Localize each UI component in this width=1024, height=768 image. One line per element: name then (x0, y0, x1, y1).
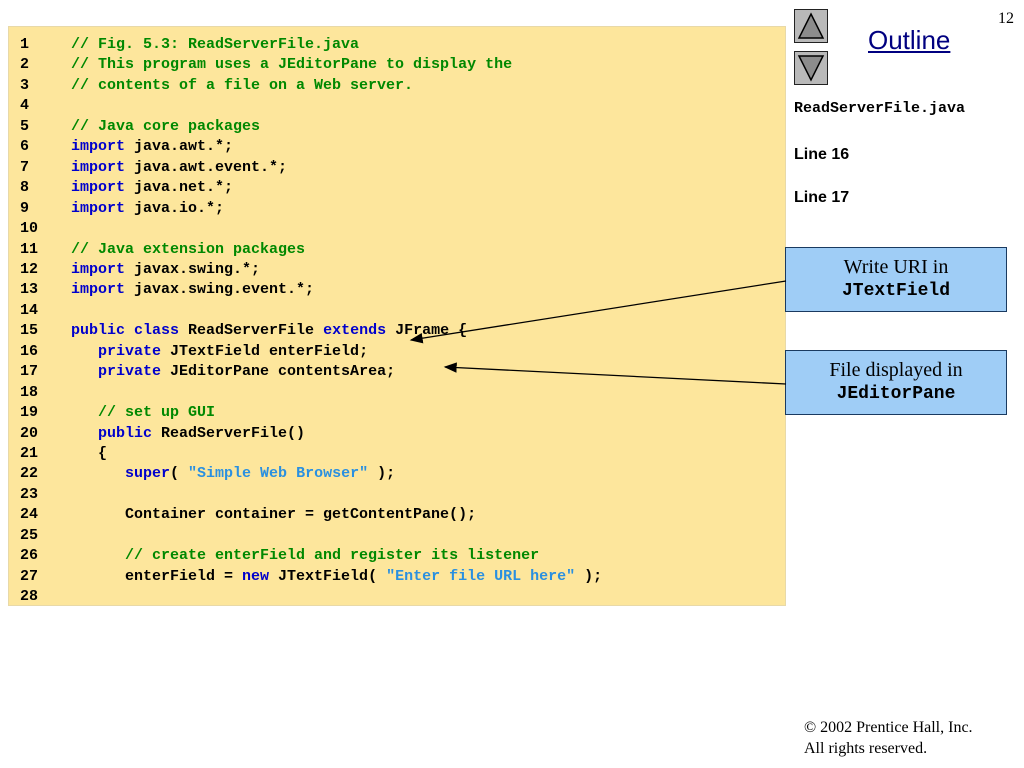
line-number: 28 (20, 588, 39, 606)
code-text: import java.net.*; (71, 179, 234, 197)
line-number: 15 (20, 322, 39, 340)
copyright-text: © 2002 Prentice Hall, Inc. (804, 719, 973, 736)
callout-text: File displayed in (829, 359, 963, 381)
code-line: 11 // Java extension packages (9, 240, 787, 260)
line-ref-17: Line 17 (794, 189, 850, 206)
arrow-to-line-16 (409, 280, 787, 344)
code-text: import javax.swing.event.*; (71, 281, 315, 299)
code-line: 15 public class ReadServerFile extends JF… (9, 321, 787, 341)
code-line: 14 (9, 301, 787, 321)
line-number: 1 (20, 36, 30, 53)
code-line: 2 // This program uses a JEditorPane to d… (9, 55, 787, 75)
code-text: public ReadServerFile() (98, 424, 306, 442)
code-line: 19 // set up GUI (9, 403, 787, 423)
line-number: 8 (20, 179, 30, 197)
line-number: 7 (20, 158, 30, 176)
line-number: 13 (20, 281, 39, 299)
side-filename: ReadServerFile.java (794, 100, 966, 117)
code-text: { (71, 445, 108, 462)
code-text: // Java extension packages (71, 240, 306, 258)
code-text: // create enterField and register its li… (125, 547, 540, 565)
line-number: 2 (20, 56, 30, 74)
code-line: 17 private JEditorPane contentsArea; (9, 362, 787, 382)
code-listing: 1 // Fig. 5.3: ReadServerFile.java 2 // Thi… (8, 26, 786, 606)
code-line: 21 { (9, 444, 787, 464)
line-number: 6 (20, 138, 30, 156)
callout-text: Write URI in (843, 256, 949, 278)
code-line: 16 private JTextField enterField; (9, 342, 787, 362)
line-number: 24 (20, 506, 39, 524)
line-number: 4 (20, 97, 30, 115)
code-text: // Java core packages (71, 117, 261, 135)
code-line: 3 // contents of a file on a Web server. (9, 76, 787, 96)
code-line: 9 import java.io.*; (9, 199, 787, 219)
line-number: 27 (20, 567, 39, 585)
callout-code: JEditorPane (836, 384, 956, 404)
line-number: 25 (20, 526, 39, 544)
code-text: enterField = new JTextField( "Enter file… (71, 567, 603, 585)
code-text: private JTextField enterField; (98, 342, 369, 360)
line-number: 21 (20, 445, 39, 462)
previous-slide-button[interactable] (794, 9, 828, 43)
line-number: 12 (20, 260, 39, 278)
next-slide-button[interactable] (794, 51, 828, 85)
code-line: 13 import javax.swing.event.*; (9, 280, 787, 300)
line-number: 23 (20, 485, 39, 503)
line-number: 17 (20, 363, 39, 381)
triangle-up-icon (797, 12, 825, 39)
copyright-footer: © 2002 Prentice Hall, Inc. All rights re… (804, 717, 973, 759)
line-number: 5 (20, 117, 30, 135)
rights-text: All rights reserved. (804, 740, 928, 757)
code-text: // This program uses a JEditorPane to di… (71, 56, 513, 74)
code-line: 12 import javax.swing.*; (9, 260, 787, 280)
line-number: 14 (20, 301, 39, 319)
code-line: 4 (9, 96, 787, 116)
code-line: 18 (9, 383, 787, 403)
code-line: 6 import java.awt.*; (9, 137, 787, 157)
line-number: 9 (20, 199, 30, 217)
outline-link[interactable]: Outline (868, 25, 951, 55)
code-text: Container container = getContentPane(); (71, 506, 477, 524)
code-line: 10 (9, 219, 787, 239)
callout-code: JTextField (841, 281, 951, 301)
code-text: import java.awt.*; (71, 138, 234, 156)
code-text: private JEditorPane contentsArea; (98, 363, 396, 381)
code-line: 22 super( "Simple Web Browser" ); (9, 464, 787, 484)
callout-jtextfield: Write URI in JTextField (785, 247, 1007, 312)
line-number: 16 (20, 342, 39, 360)
callout-jeditorpane: File displayed in JEditorPane (785, 350, 1007, 415)
line-number: 20 (20, 424, 39, 442)
code-line: 7 import java.awt.event.*; (9, 158, 787, 178)
code-line: 28 (9, 587, 787, 607)
line-number: 18 (20, 383, 39, 401)
code-line: 20 public ReadServerFile() (9, 424, 787, 444)
page-number: 12 (998, 10, 1014, 27)
code-line: 26 // create enterField and register its… (9, 546, 787, 566)
line-number: 22 (20, 465, 39, 483)
code-text: // Fig. 5.3: ReadServerFile.java (71, 36, 360, 53)
code-text: public class ReadServerFile extends JFra… (71, 322, 468, 340)
code-text: import javax.swing.*; (71, 260, 261, 278)
code-line: 23 (9, 485, 787, 505)
line-number: 19 (20, 404, 39, 422)
code-line: 25 (9, 526, 787, 546)
line-number: 11 (20, 240, 39, 258)
code-text: import java.awt.event.*; (71, 158, 288, 176)
code-text: // contents of a file on a Web server. (71, 76, 414, 94)
code-text: import java.io.*; (71, 199, 225, 217)
code-line: 1 // Fig. 5.3: ReadServerFile.java (9, 35, 787, 55)
line-ref-16: Line 16 (794, 146, 850, 163)
code-line: 8 import java.net.*; (9, 178, 787, 198)
code-line: 5 // Java core packages (9, 117, 787, 137)
code-line: 24 Container container = getContentPane(… (9, 505, 787, 525)
arrow-to-line-17 (443, 362, 787, 385)
code-text: // set up GUI (98, 404, 216, 422)
line-number: 3 (20, 76, 30, 94)
line-number: 26 (20, 547, 39, 565)
code-text: super( "Simple Web Browser" ); (125, 465, 396, 483)
code-line: 27 enterField = new JTextField( "Enter f… (9, 567, 787, 587)
line-number: 10 (20, 220, 39, 238)
triangle-down-icon (797, 55, 825, 82)
